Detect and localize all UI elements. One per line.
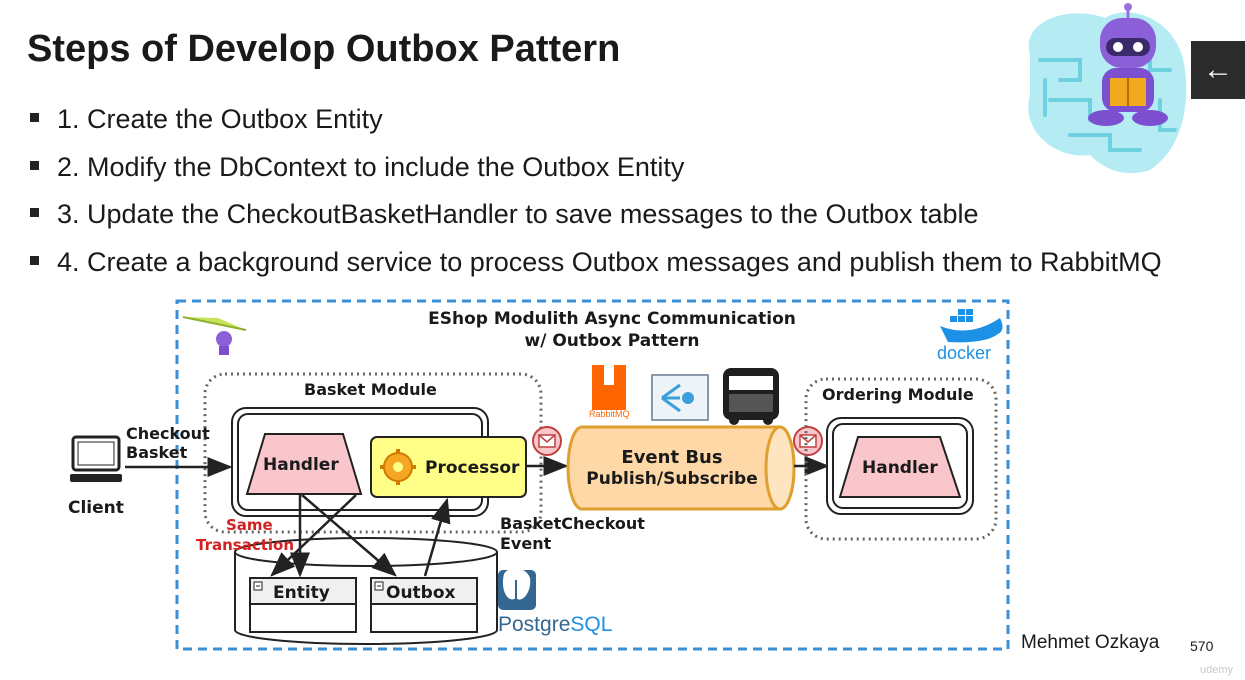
gear-icon bbox=[380, 449, 416, 485]
basket-handler-label: Handler bbox=[263, 455, 339, 475]
robot-icon bbox=[1088, 3, 1168, 126]
azure-service-bus-icon bbox=[651, 374, 709, 421]
entity-table-label: Entity bbox=[273, 583, 330, 603]
basket-module-container bbox=[203, 372, 543, 534]
outbox-table-label: Outbox bbox=[386, 583, 456, 603]
entity-table bbox=[249, 577, 357, 633]
same-transaction-label-line2: Transaction bbox=[196, 536, 295, 554]
docker-boundary bbox=[175, 299, 1010, 651]
basket-handler-shape bbox=[245, 433, 363, 495]
ordering-module-label: Ordering Module bbox=[822, 385, 974, 404]
message-envelope-icon bbox=[793, 426, 823, 456]
processor-label: Processor bbox=[425, 458, 520, 478]
basket-module-label: Basket Module bbox=[304, 380, 437, 399]
basket-event-label-line1: BasketCheckout bbox=[500, 514, 645, 533]
postgresql-label: PostgreSQL bbox=[498, 613, 612, 637]
bullet-text: 3. Update the CheckoutBasketHandler to s… bbox=[57, 199, 979, 229]
outbox-to-processor-arrow bbox=[423, 497, 451, 577]
bullet-item-1: 1. Create the Outbox Entity bbox=[30, 104, 383, 135]
bullet-square-icon bbox=[30, 256, 39, 266]
bullet-item-4: 4. Create a background service to proces… bbox=[30, 247, 1162, 278]
processor-box bbox=[370, 436, 527, 498]
docker-icon bbox=[940, 309, 1003, 343]
rabbitmq-icon bbox=[592, 365, 626, 410]
message-envelope-icon bbox=[532, 426, 562, 456]
ordering-handler-shape bbox=[838, 436, 962, 498]
bullet-item-2: 2. Modify the DbContext to include the O… bbox=[30, 152, 684, 183]
diagram-title-line1: EShop Modulith Async Communication bbox=[428, 309, 796, 329]
entity-from-handler-arrow bbox=[270, 494, 357, 577]
client-label: Client bbox=[68, 498, 124, 518]
outbox-table bbox=[370, 577, 478, 633]
event-bus-pipe bbox=[566, 425, 796, 511]
postgresql-label-part1: Postgre bbox=[498, 613, 571, 636]
handler-to-outbox-arrow bbox=[301, 494, 397, 577]
masstransit-bus-icon bbox=[723, 368, 779, 425]
docker-label: docker bbox=[937, 343, 992, 363]
bullet-text: 1. Create the Outbox Entity bbox=[57, 104, 383, 134]
bullet-item-3: 3. Update the CheckoutBasketHandler to s… bbox=[30, 199, 979, 230]
ordering-handler-label: Handler bbox=[862, 458, 938, 478]
rabbitmq-label: RabbitMQ bbox=[589, 409, 630, 419]
slide-title: Steps of Develop Outbox Pattern bbox=[27, 28, 621, 70]
bullet-square-icon bbox=[30, 161, 39, 171]
mascot-illustration bbox=[1028, 3, 1187, 174]
client-computer-icon bbox=[70, 435, 122, 482]
event-bus-label-line2: Publish/Subscribe bbox=[586, 469, 758, 489]
checkout-label-line2: Basket bbox=[126, 443, 188, 462]
ordering-module-container bbox=[804, 377, 998, 541]
bullet-square-icon bbox=[30, 208, 39, 218]
postgresql-icon bbox=[498, 568, 536, 610]
bullet-square-icon bbox=[30, 113, 39, 123]
bullet-text: 4. Create a background service to proces… bbox=[57, 247, 1162, 277]
postgresql-label-part2: SQL bbox=[570, 613, 613, 636]
basket-event-label-line2: Event bbox=[500, 534, 552, 553]
diagram-title-line2: w/ Outbox Pattern bbox=[524, 331, 700, 351]
page-number: 570 bbox=[1190, 638, 1214, 654]
udemy-watermark: udemy bbox=[1200, 664, 1234, 676]
same-transaction-label-line1: Same bbox=[226, 516, 273, 534]
checkout-label-line1: Checkout bbox=[126, 424, 210, 443]
arrow-left-icon: ← bbox=[1203, 53, 1233, 86]
author-name: Mehmet Ozkaya bbox=[1021, 632, 1160, 653]
event-bus-label-line1: Event Bus bbox=[621, 447, 723, 468]
hang-glider-mascot-icon bbox=[182, 316, 247, 355]
bullet-text: 2. Modify the DbContext to include the O… bbox=[57, 152, 685, 182]
back-button[interactable]: ← bbox=[1191, 41, 1245, 99]
